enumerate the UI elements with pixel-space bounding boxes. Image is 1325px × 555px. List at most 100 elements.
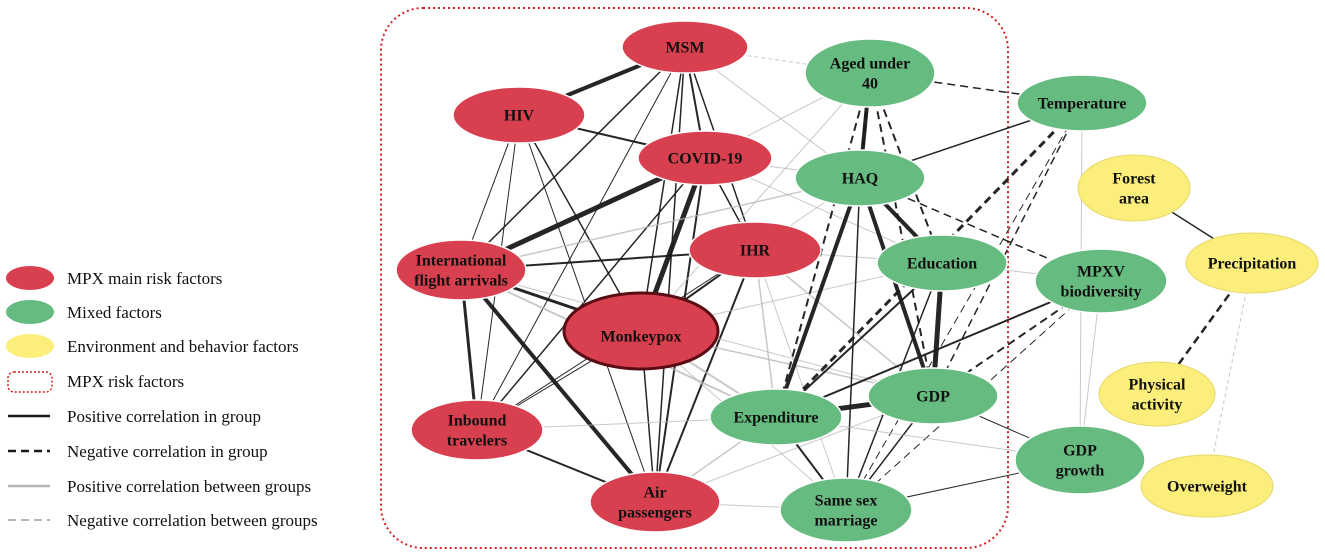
node-physical-label: activity (1132, 397, 1183, 414)
node-ihr: IHR (688, 221, 822, 279)
node-msm-label: MSM (665, 40, 704, 57)
node-education: Education (876, 234, 1008, 292)
node-precip-shape (1185, 232, 1319, 294)
node-temperature-shape (1016, 74, 1148, 132)
edge-msm-inbound (476, 46, 686, 431)
node-air-shape (589, 471, 721, 533)
legend-mixed-swatch (6, 300, 54, 324)
legend-pos-in-label: Positive correlation in group (67, 407, 261, 426)
edge-intl-haq (460, 177, 861, 271)
node-air: Air passengers (589, 471, 721, 533)
legend-main-swatch (6, 266, 54, 290)
node-physical-shape (1098, 361, 1216, 427)
node-mpxv: MPXV biodiversity (1034, 248, 1168, 314)
node-hiv: HIV (452, 86, 586, 144)
node-intl-label: International (416, 253, 507, 270)
node-monkeypox: Monkeypox (562, 291, 720, 371)
edge-aged-temperature (869, 72, 1083, 104)
edge-intl-air (459, 268, 657, 504)
node-aged-label: 40 (862, 76, 878, 93)
edge-covid-inbound (476, 157, 706, 431)
node-overweight-label: Overweight (1167, 479, 1248, 496)
node-samesex-label: marriage (814, 513, 877, 530)
edge-aged-expenditure (775, 72, 871, 418)
node-education-label: Education (907, 256, 977, 273)
node-inbound-label: Inbound (448, 413, 507, 430)
node-covid: COVID-19 (637, 130, 773, 186)
node-ihr-label: IHR (740, 243, 771, 260)
node-intl-shape (395, 239, 527, 301)
legend-main-label: MPX main risk factors (67, 269, 222, 288)
node-precip-label: Precipitation (1208, 256, 1297, 273)
node-expenditure: Expenditure (709, 388, 843, 446)
node-haq-label: HAQ (842, 171, 878, 188)
edge-monkeypox-aged (640, 72, 871, 332)
node-inbound-label: travelers (447, 433, 507, 450)
edge-haq-samesex (845, 177, 861, 511)
edge-expenditure-mpxv (775, 280, 1102, 418)
node-samesex-label: Same sex (815, 493, 878, 510)
edge-haq-expenditure (774, 177, 862, 418)
node-precip: Precipitation (1185, 232, 1319, 294)
edge-precip-overweight (1206, 262, 1253, 487)
edge-ihr-samesex (754, 249, 847, 511)
legend-neg-in-label: Negative correlation in group (67, 442, 268, 461)
node-air-label: Air (643, 485, 666, 502)
legend-env-label: Environment and behavior factors (67, 337, 299, 356)
node-mpxv-shape (1034, 248, 1168, 314)
node-gdpgrowth-shape (1014, 425, 1146, 495)
node-gdp-shape (867, 367, 999, 425)
node-msm-shape (621, 20, 749, 74)
edge-aged-gdp (869, 72, 934, 397)
node-intl: International flight arrivals (395, 239, 527, 301)
edge-haq-gdp (858, 177, 935, 397)
node-mpxv-label: biodiversity (1061, 284, 1142, 301)
node-inbound: Inbound travelers (410, 399, 544, 461)
node-forest: Forest area (1077, 154, 1191, 222)
edge-temperature-samesex (845, 102, 1083, 511)
node-ihr-shape (688, 221, 822, 279)
node-intl-label: flight arrivals (414, 273, 508, 290)
node-haq: HAQ (794, 149, 926, 207)
node-physical-label: Physical (1129, 377, 1186, 394)
node-forest-label: area (1119, 191, 1149, 208)
node-overweight: Overweight (1140, 454, 1274, 518)
node-msm: MSM (621, 20, 749, 74)
node-overweight-shape (1140, 454, 1274, 518)
node-forest-shape (1077, 154, 1191, 222)
node-covid-shape (637, 130, 773, 186)
node-mpxv-label: MPXV (1077, 264, 1125, 281)
node-expenditure-label: Expenditure (733, 410, 818, 427)
node-gdp-label: GDP (916, 389, 950, 406)
node-samesex-shape (779, 477, 913, 543)
node-monkeypox-shape (562, 291, 720, 371)
node-aged-label: Aged under (830, 56, 910, 73)
legend: MPX main risk factors Mixed factors Envi… (6, 266, 318, 530)
node-temperature: Temperature (1016, 74, 1148, 132)
node-inbound-shape (410, 399, 544, 461)
legend-pos-between-label: Positive correlation between groups (67, 477, 311, 496)
node-education-shape (876, 234, 1008, 292)
node-expenditure-shape (709, 388, 843, 446)
node-forest-label: Forest (1112, 171, 1156, 188)
legend-boundary-swatch (7, 371, 53, 393)
node-covid-label: COVID-19 (668, 151, 743, 168)
node-physical: Physical activity (1098, 361, 1216, 427)
node-gdp: GDP (867, 367, 999, 425)
node-temperature-label: Temperature (1038, 96, 1127, 113)
node-monkeypox-label: Monkeypox (601, 329, 682, 346)
edge-gdp-temperature (932, 102, 1083, 397)
node-hiv-label: HIV (504, 108, 535, 125)
node-aged: Aged under 40 (804, 38, 936, 108)
node-haq-shape (794, 149, 926, 207)
node-gdpgrowth-label: growth (1056, 463, 1105, 480)
node-air-label: passengers (618, 505, 692, 522)
mpx-risk-factors-boundary (380, 7, 1009, 549)
legend-boundary-label: MPX risk factors (67, 372, 184, 391)
edge-msm-air (654, 46, 686, 503)
node-aged-shape (804, 38, 936, 108)
node-hiv-shape (452, 86, 586, 144)
